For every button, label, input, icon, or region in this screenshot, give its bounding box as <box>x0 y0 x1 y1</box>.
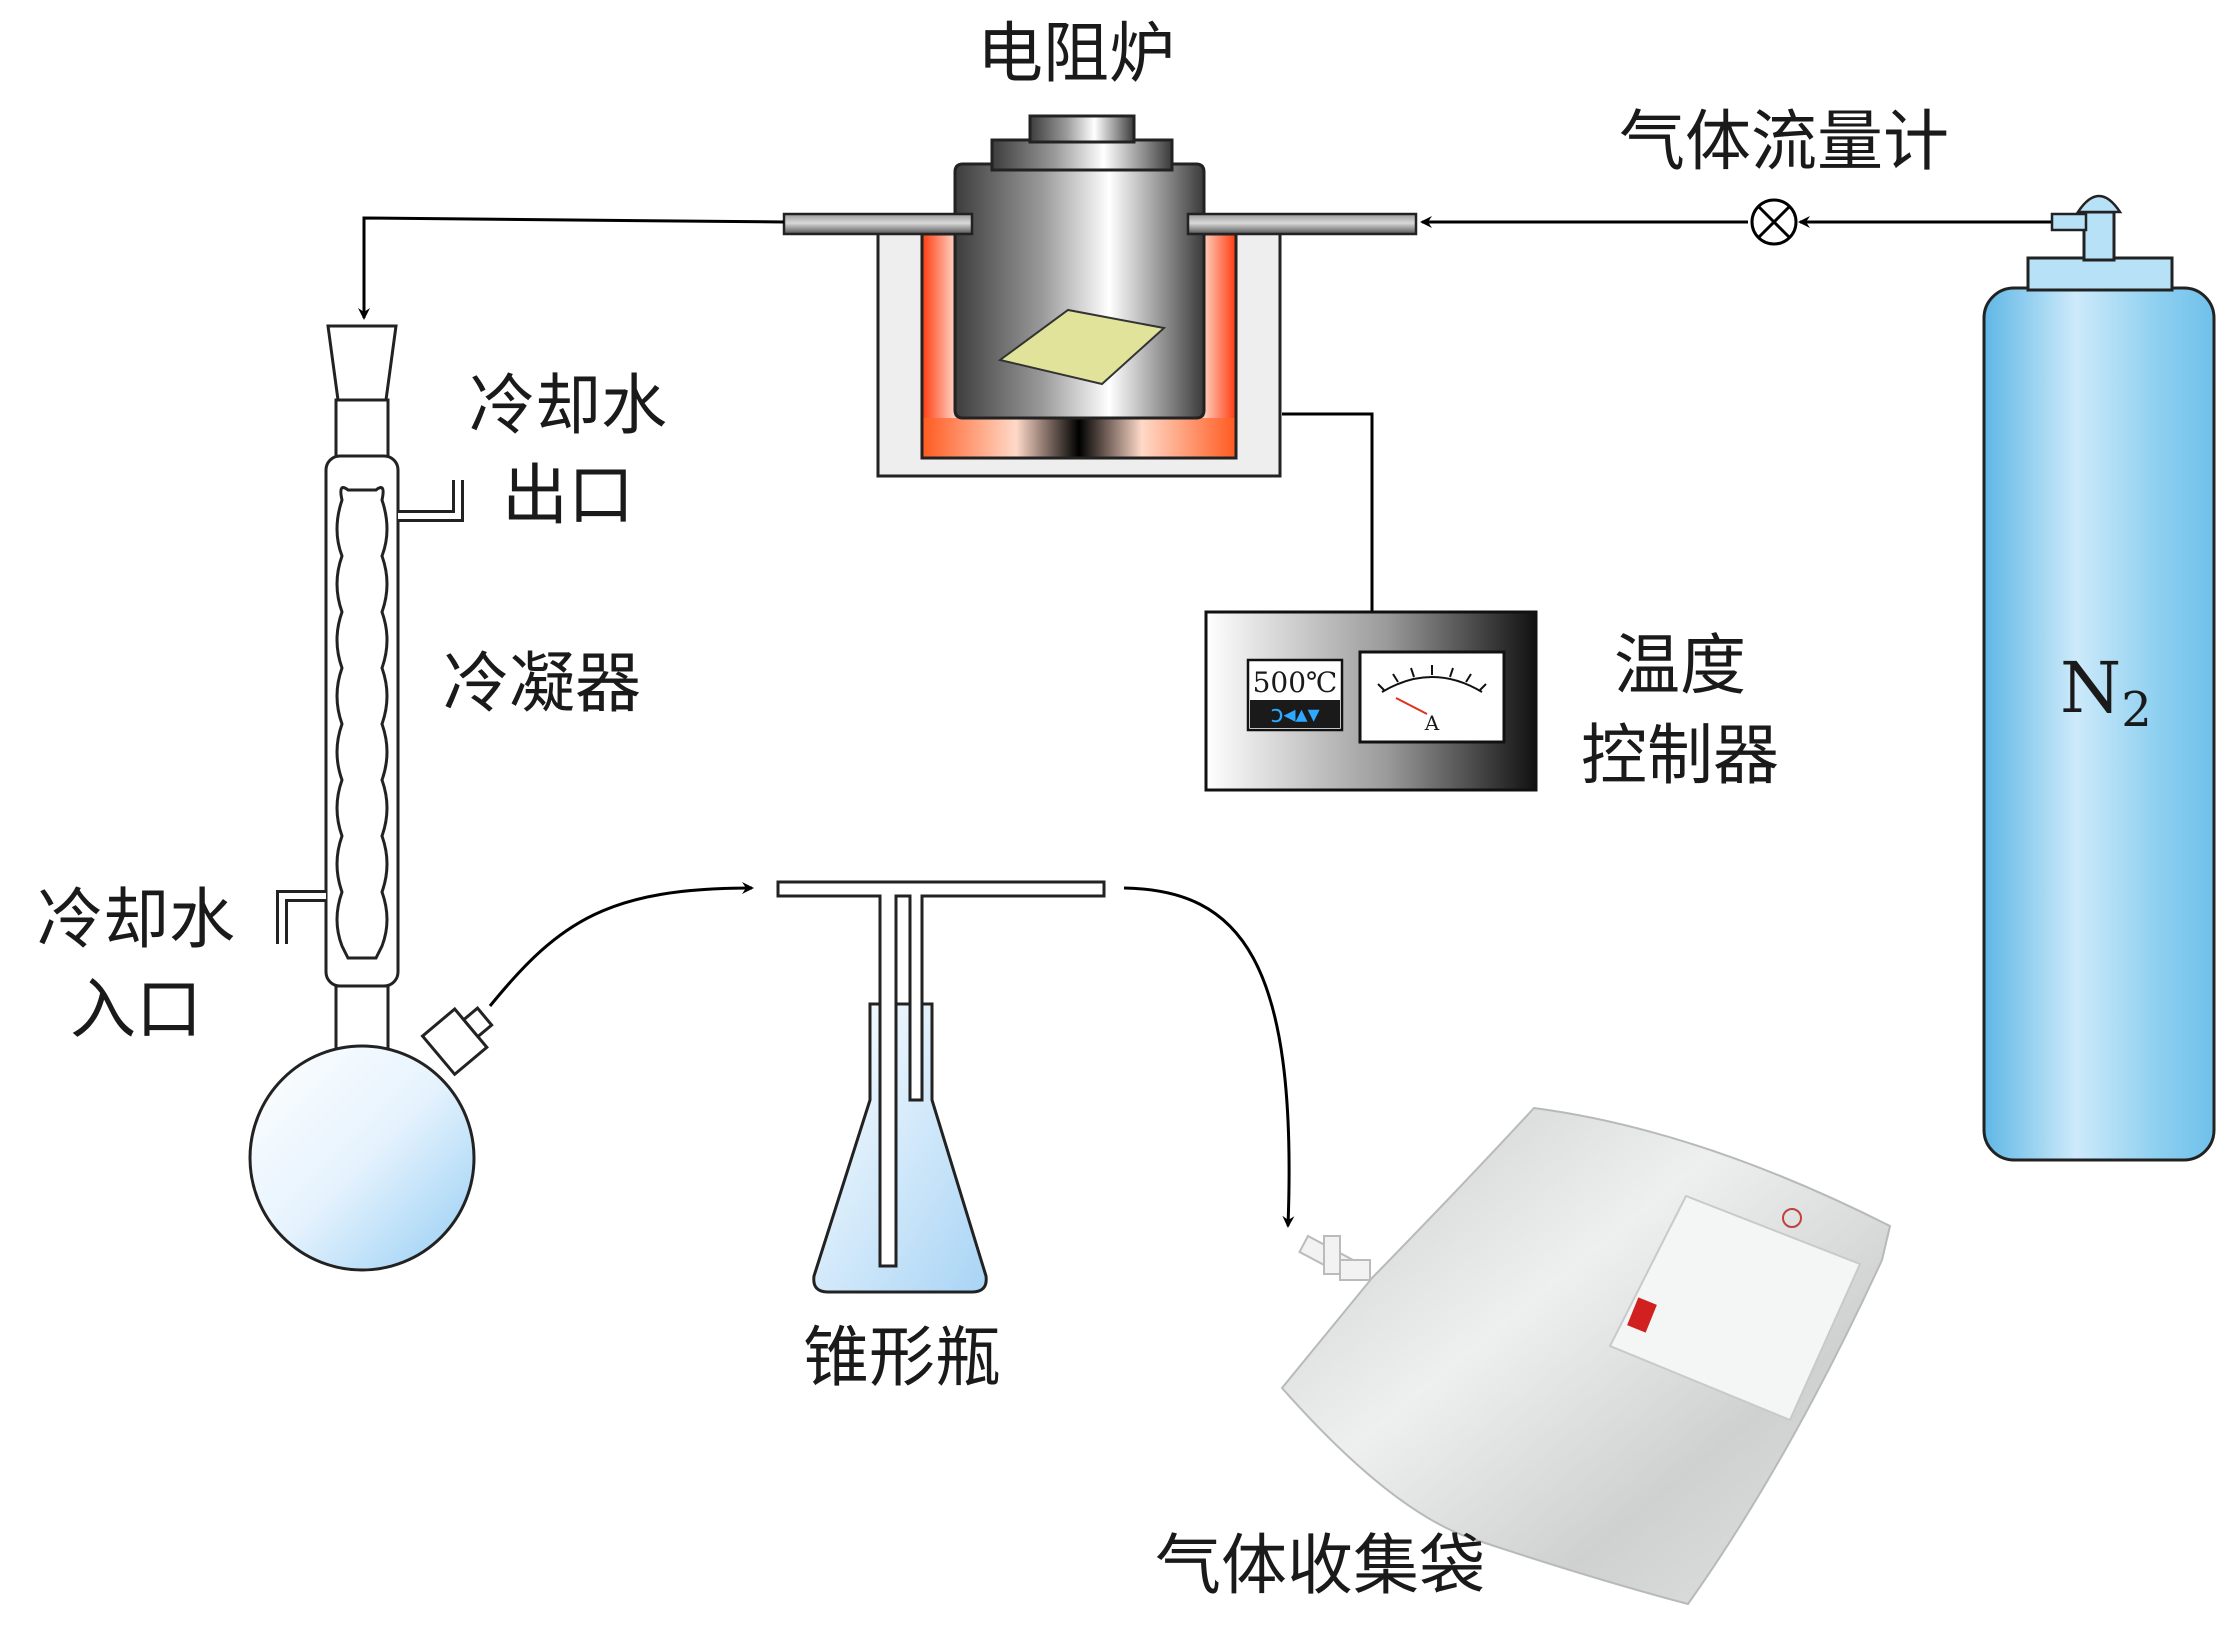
bag-stamp <box>1782 1208 1802 1228</box>
furnace-outlet-pipe <box>782 212 974 236</box>
condenser <box>276 324 464 988</box>
conical-flask <box>776 880 1106 1294</box>
controller-buttons: ↄ◂▴▾ <box>1270 700 1319 728</box>
furnace-chamber <box>953 162 1206 420</box>
coolant-inlet-label-1: 冷却水 <box>37 881 235 958</box>
coolant-inlet-tube <box>276 890 326 944</box>
furnace-inlet-pipe <box>1186 212 1418 236</box>
controller-label-1: 温度 <box>1614 627 1746 704</box>
gas-lines <box>358 216 2052 1228</box>
meter-unit: A <box>1424 711 1440 735</box>
coolant-outlet-tube <box>398 480 464 522</box>
cylinder-valve-knob <box>2075 194 2123 214</box>
cylinder-collar <box>2026 256 2174 292</box>
furnace-label: 电阻炉 <box>977 15 1175 92</box>
controller-display-readout: 500℃ <box>1253 666 1338 699</box>
conical-flask-body <box>812 1002 988 1294</box>
temperature-controller <box>1204 610 1538 792</box>
line-trap-to-bag <box>1123 886 1295 1228</box>
bag-logo <box>1627 1297 1657 1333</box>
gas-bag-label: 气体收集袋 <box>1155 1527 1485 1604</box>
meter-ticks <box>1377 665 1487 691</box>
cylinder-valve-outlet <box>2050 212 2088 232</box>
coolant-inlet-label-2: 入口 <box>70 971 202 1048</box>
line-furnace-to-condenser <box>358 216 785 320</box>
flowmeter-label: 气体流量计 <box>1619 103 1949 180</box>
heater-bottom <box>922 418 1236 458</box>
coolant-outlet-label-1: 冷却水 <box>469 367 667 444</box>
condenser-coil <box>335 486 389 960</box>
sample-plate <box>997 308 1167 386</box>
line-flask-to-trap <box>488 882 754 1007</box>
bag-label <box>1608 1194 1862 1422</box>
furnace-cap <box>1028 114 1136 144</box>
cylinder-label-subscript: 2 <box>2121 682 2152 738</box>
cylinder-valve-stem <box>2082 210 2116 262</box>
gas-collection-bag <box>1280 1106 1892 1606</box>
bag-valve <box>1298 1234 1371 1281</box>
trap-t-tube <box>776 880 1106 1268</box>
meter-scale <box>1381 676 1483 693</box>
cylinder-label: N2 <box>2060 647 2152 738</box>
cylinder-label-main: N <box>2060 647 2121 729</box>
controller-label-2: 控制器 <box>1581 717 1779 794</box>
controller-button-strip <box>1250 700 1340 728</box>
flask-neck <box>334 984 390 1058</box>
conical-flask-label: 锥形瓶 <box>803 1319 1001 1396</box>
meter-needle <box>1395 697 1428 715</box>
furnace-lid <box>990 138 1174 172</box>
line-furnace-to-controller <box>1282 412 1374 612</box>
resistance-furnace <box>782 114 1418 478</box>
condenser-label: 冷凝器 <box>443 645 641 722</box>
coolant-outlet-label-2: 出口 <box>502 457 634 534</box>
condenser-stopper <box>326 324 398 402</box>
flask-side-port <box>420 1006 494 1077</box>
round-bottom-flask <box>248 984 494 1272</box>
condenser-neck <box>334 398 390 460</box>
flask-bulb <box>248 1044 476 1272</box>
flowmeter-icon <box>1750 198 1798 246</box>
nitrogen-cylinder <box>1982 194 2216 1162</box>
